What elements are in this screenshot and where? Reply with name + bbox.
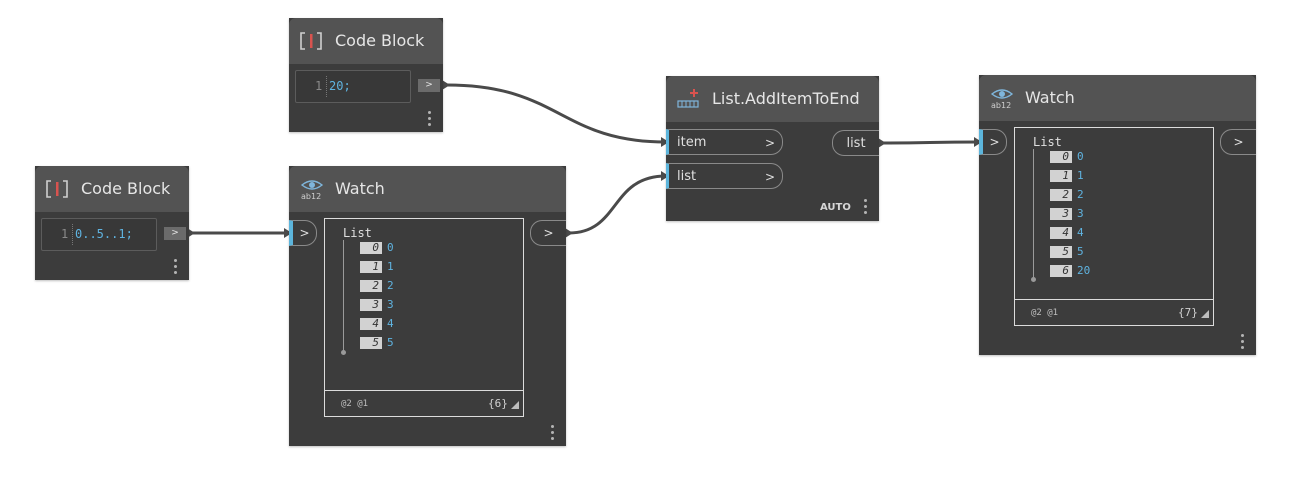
lacing-mode[interactable]: AUTO [820,202,851,213]
node-menu-icon[interactable] [174,259,177,275]
node-header[interactable]: Code Block [35,166,189,212]
code-editor[interactable]: 1 20; [295,70,411,103]
wire-end-arrow [442,80,450,90]
list-tree-line [1033,149,1034,279]
port-label: list [677,169,697,184]
list-levels: @2 @1 [341,399,369,409]
gutter-separator [72,224,73,245]
add-item-icon [677,89,699,108]
port-label: item [677,135,707,150]
output-port-list[interactable]: list [832,130,879,156]
node-title: Watch [335,179,385,198]
list-tree-line [343,240,344,352]
code-block-node-top[interactable]: Code Block 1 20; > [289,18,443,132]
svg-text:ab12: ab12 [301,192,321,200]
wire-end-arrow [974,137,982,147]
output-port[interactable]: > [164,227,186,240]
code-text[interactable]: 0..5..1; [75,227,133,241]
code-block-icon [46,180,68,198]
input-port-list[interactable]: list > [666,163,783,189]
watch-icon: ab12 [990,89,1014,109]
item-count: {7} [1178,306,1198,319]
node-menu-icon[interactable] [428,111,431,127]
output-port[interactable]: > [530,220,566,246]
svg-text:ab12: ab12 [991,101,1011,109]
output-port[interactable]: > [418,79,440,92]
node-header[interactable]: List.AddItemToEnd [666,76,879,122]
gutter-separator [326,76,327,97]
resize-handle-icon[interactable] [511,401,519,409]
chevron-right-icon: > [764,136,775,150]
wire-end-arrow [661,171,669,181]
port-label: list [846,136,866,151]
list-levels: @2 @1 [1031,308,1059,318]
code-block-node-left[interactable]: Code Block 1 0..5..1; > [35,166,189,280]
node-header[interactable]: ab12 Watch [289,166,566,212]
add-item-to-end-node[interactable]: List.AddItemToEnd item > list > list AUT… [666,76,879,221]
code-text[interactable]: 20; [329,79,351,93]
wire-end-arrow [661,137,669,147]
output-port[interactable]: > [1220,129,1256,155]
code-block-icon [300,32,322,50]
resize-handle-icon[interactable] [1201,310,1209,318]
preview-footer-divider [325,390,523,391]
input-port[interactable]: > [289,220,317,246]
line-number: 1 [315,79,323,93]
list-tree-end [341,350,346,355]
wire-end-arrow [187,228,195,238]
wire-watch-to-list [568,174,667,235]
node-header[interactable]: Code Block [289,18,443,64]
input-port[interactable]: > [979,129,1007,155]
node-title: List.AddItemToEnd [712,89,860,108]
list-label: List [343,226,372,240]
node-title: Code Block [81,179,171,198]
node-title: Watch [1025,88,1075,107]
watch-icon: ab12 [300,180,324,200]
wire-addtoend-to-watch [881,140,980,145]
input-port-item[interactable]: item > [666,129,783,155]
node-menu-icon[interactable] [551,425,554,441]
line-number: 1 [61,227,69,241]
node-title: Code Block [335,31,425,50]
preview-footer-divider [1015,299,1213,300]
node-header[interactable]: ab12 Watch [979,75,1256,121]
wire-codeblock-top-to-item [446,83,667,144]
list-label: List [1033,135,1062,149]
code-editor[interactable]: 1 0..5..1; [41,218,157,251]
node-menu-icon[interactable] [1241,334,1244,350]
wire-end-arrow [565,228,573,238]
node-menu-icon[interactable] [864,199,867,215]
list-tree-end [1031,277,1036,282]
wire-end-arrow [878,138,886,148]
wire-end-arrow [284,228,292,238]
chevron-right-icon: > [764,170,775,184]
item-count: {6} [488,397,508,410]
